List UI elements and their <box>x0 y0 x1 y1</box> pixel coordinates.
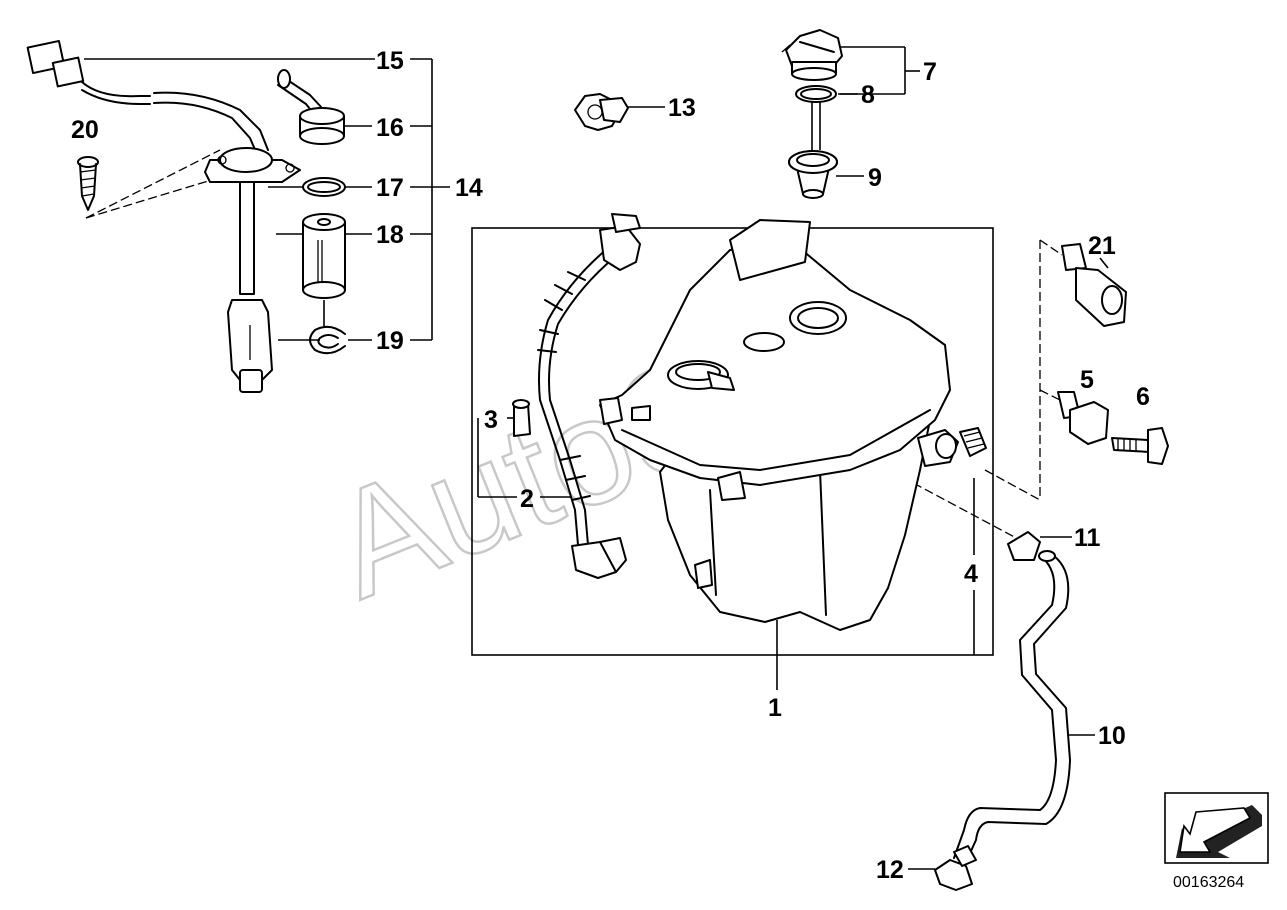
part-12-clamp <box>934 845 977 891</box>
callout-14: 14 <box>455 174 483 202</box>
part-5-sensor <box>1057 391 1109 445</box>
direction-box: 00163264 <box>1164 792 1269 891</box>
part-4-cap <box>959 427 987 457</box>
part-6-screw <box>1111 427 1169 465</box>
part-2-hose <box>537 213 641 579</box>
callout-15: 15 <box>376 47 404 75</box>
doc-number: 00163264 <box>1173 874 1244 891</box>
callout-21: 21 <box>1088 232 1116 260</box>
part-13-clip <box>574 93 629 131</box>
callout-5: 5 <box>1080 366 1094 394</box>
callout-8: 8 <box>861 81 875 109</box>
part-11-clamp <box>1007 531 1041 561</box>
callout-17: 17 <box>376 174 404 202</box>
part-10-hose <box>953 550 1071 863</box>
callout-16: 16 <box>376 114 404 142</box>
part-9-neck <box>788 150 838 199</box>
part-15-level-sensor <box>26 39 301 393</box>
callout-20: 20 <box>71 116 99 144</box>
callout-4: 4 <box>964 560 978 588</box>
part-21-sensor <box>1061 243 1127 327</box>
callout-18: 18 <box>376 221 404 249</box>
callout-19: 19 <box>376 327 404 355</box>
part-19-circlip <box>309 300 346 355</box>
callout-10: 10 <box>1098 722 1126 750</box>
callout-7: 7 <box>923 58 937 86</box>
callout-9: 9 <box>868 164 882 192</box>
callout-11: 11 <box>1074 524 1101 552</box>
callout-6: 6 <box>1136 383 1150 411</box>
part-3-plug <box>512 399 531 437</box>
part-16-hose-connector <box>277 69 345 145</box>
callout-12: 12 <box>876 856 904 884</box>
callout-13: 13 <box>668 94 696 122</box>
callout-2: 2 <box>520 485 534 513</box>
arrow-direction-icon <box>1176 805 1262 858</box>
part-17-o-ring <box>302 177 346 197</box>
callout-labels: 15 16 17 14 18 19 20 13 7 8 9 21 5 6 3 2… <box>71 47 1150 884</box>
callout-3: 3 <box>484 406 498 434</box>
part-8-gasket <box>795 85 837 150</box>
part-18-filter <box>302 213 346 299</box>
part-20-screw <box>77 156 99 211</box>
callout-1: 1 <box>768 694 782 722</box>
part-1-reservoir-tank <box>599 219 959 631</box>
part-7-filler-cap <box>781 29 843 81</box>
